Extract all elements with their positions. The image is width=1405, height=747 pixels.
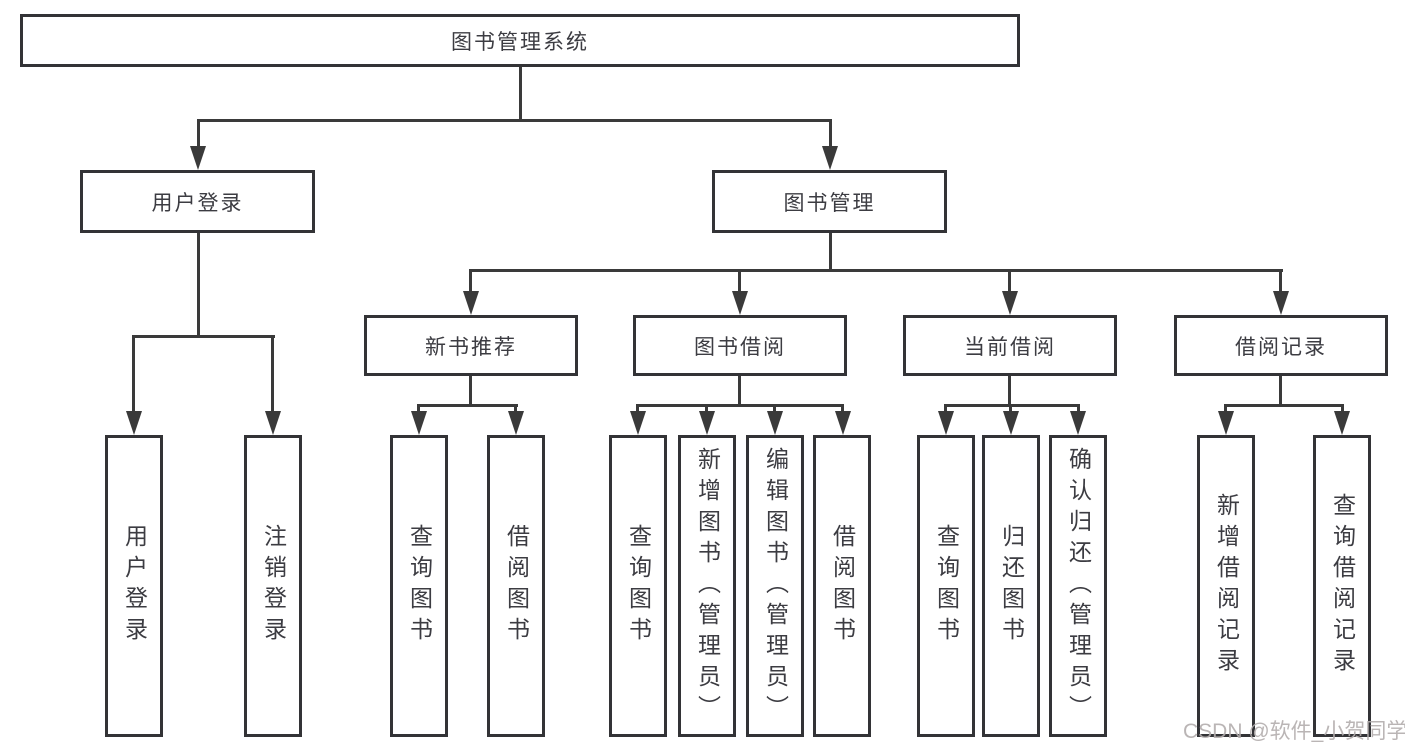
arrowhead-leaf: [767, 411, 783, 435]
connector-drop: [417, 404, 420, 413]
connector-recommend-stem: [469, 376, 472, 406]
connector-drop-user-login: [197, 119, 200, 148]
arrowhead-recommend: [463, 291, 479, 315]
leaf-query-books-recommend: 查询图书: [390, 435, 448, 737]
arrowhead-user-login: [190, 146, 206, 170]
connector-borrowing-branch: [636, 404, 844, 407]
connector-drop: [514, 404, 517, 413]
node-root-system: 图书管理系统: [20, 14, 1020, 67]
node-current-borrowing: 当前借阅: [903, 315, 1117, 376]
arrowhead-current: [1002, 291, 1018, 315]
arrowhead-leaf: [938, 411, 954, 435]
connector-records-branch: [1224, 404, 1344, 407]
arrowhead-leaf: [630, 411, 646, 435]
node-label: 图书管理系统: [451, 30, 589, 54]
connector-book-mgmt-branch: [469, 269, 1283, 272]
arrowhead-book-mgmt: [822, 146, 838, 170]
connector-drop: [1009, 404, 1012, 413]
arrowhead-leaf: [1334, 411, 1350, 435]
node-book-management: 图书管理: [712, 170, 947, 233]
arrowhead-leaf: [411, 411, 427, 435]
connector-drop: [944, 404, 947, 413]
connector-user-login-branch: [133, 335, 275, 338]
connector-book-mgmt-stem: [829, 233, 832, 270]
connector-drop: [1077, 404, 1080, 413]
connector-root-stem: [519, 67, 522, 121]
csdn-watermark: CSDN @软件_小贺同学: [1183, 720, 1405, 743]
arrowhead-leaf: [508, 411, 524, 435]
node-label: 查询借阅记录: [1329, 493, 1356, 679]
arrowhead-leaf-login: [126, 411, 142, 435]
connector-drop-borrowing: [738, 269, 741, 293]
node-label: 新增图书（管理员）: [694, 446, 721, 726]
connector-drop-current: [1008, 269, 1011, 293]
connector-drop-book-mgmt: [829, 119, 832, 148]
connector-root-branch: [197, 119, 832, 122]
node-label: 新书推荐: [425, 335, 517, 359]
node-label: 注销登录: [260, 524, 287, 648]
node-new-book-recommend: 新书推荐: [364, 315, 578, 376]
arrowhead-leaf-logout: [265, 411, 281, 435]
arrowhead-leaf: [1003, 411, 1019, 435]
connector-drop: [636, 404, 639, 413]
connector-drop: [841, 404, 844, 413]
node-label: 查询图书: [625, 524, 652, 648]
node-label: 查询图书: [406, 524, 433, 648]
node-borrowing-records: 借阅记录: [1174, 315, 1388, 376]
node-label: 图书管理: [783, 191, 876, 215]
leaf-logout: 注销登录: [244, 435, 302, 737]
node-user-login: 用户登录: [80, 170, 315, 233]
node-label: 借阅记录: [1235, 335, 1327, 359]
node-label: 新增借阅记录: [1213, 493, 1240, 679]
node-label: 当前借阅: [964, 335, 1056, 359]
connector-drop-leaf-logout: [271, 335, 274, 413]
node-book-borrowing: 图书借阅: [633, 315, 847, 376]
arrowhead-leaf: [1218, 411, 1234, 435]
leaf-user-login: 用户登录: [105, 435, 163, 737]
leaf-return-books: 归还图书: [982, 435, 1040, 737]
connector-drop: [1341, 404, 1344, 413]
node-label: 编辑图书（管理员）: [762, 446, 789, 726]
node-label: 用户登录: [121, 524, 148, 648]
connector-drop: [705, 404, 708, 413]
connector-drop-records: [1279, 269, 1282, 293]
leaf-query-books-current: 查询图书: [917, 435, 975, 737]
connector-drop: [1224, 404, 1227, 413]
connector-current-branch: [944, 404, 1080, 407]
leaf-confirm-return-admin: 确认归还（管理员）: [1049, 435, 1107, 737]
leaf-query-books-borrowing: 查询图书: [609, 435, 667, 737]
leaf-query-borrow-record: 查询借阅记录: [1313, 435, 1371, 737]
connector-drop: [773, 404, 776, 413]
leaf-borrow-books-borrowing: 借阅图书: [813, 435, 871, 737]
leaf-borrow-books-recommend: 借阅图书: [487, 435, 545, 737]
connector-drop-leaf-login: [132, 335, 135, 413]
node-label: 图书借阅: [694, 335, 786, 359]
connector-drop-recommend: [469, 269, 472, 293]
leaf-add-borrow-record: 新增借阅记录: [1197, 435, 1255, 737]
arrowhead-borrowing: [732, 291, 748, 315]
connector-current-stem: [1008, 376, 1011, 406]
leaf-add-books-admin: 新增图书（管理员）: [678, 435, 736, 737]
node-label: 用户登录: [151, 191, 244, 215]
node-label: 查询图书: [933, 524, 960, 648]
node-label: 借阅图书: [503, 524, 530, 648]
arrowhead-leaf: [1070, 411, 1086, 435]
connector-borrowing-stem: [738, 376, 741, 406]
connector-user-login-stem: [197, 233, 200, 336]
connector-recommend-branch: [417, 404, 518, 407]
leaf-edit-books-admin: 编辑图书（管理员）: [746, 435, 804, 737]
node-label: 归还图书: [998, 524, 1025, 648]
arrowhead-leaf: [699, 411, 715, 435]
connector-records-stem: [1279, 376, 1282, 406]
node-label: 确认归还（管理员）: [1065, 446, 1092, 726]
node-label: 借阅图书: [829, 524, 856, 648]
arrowhead-records: [1273, 291, 1289, 315]
arrowhead-leaf: [835, 411, 851, 435]
